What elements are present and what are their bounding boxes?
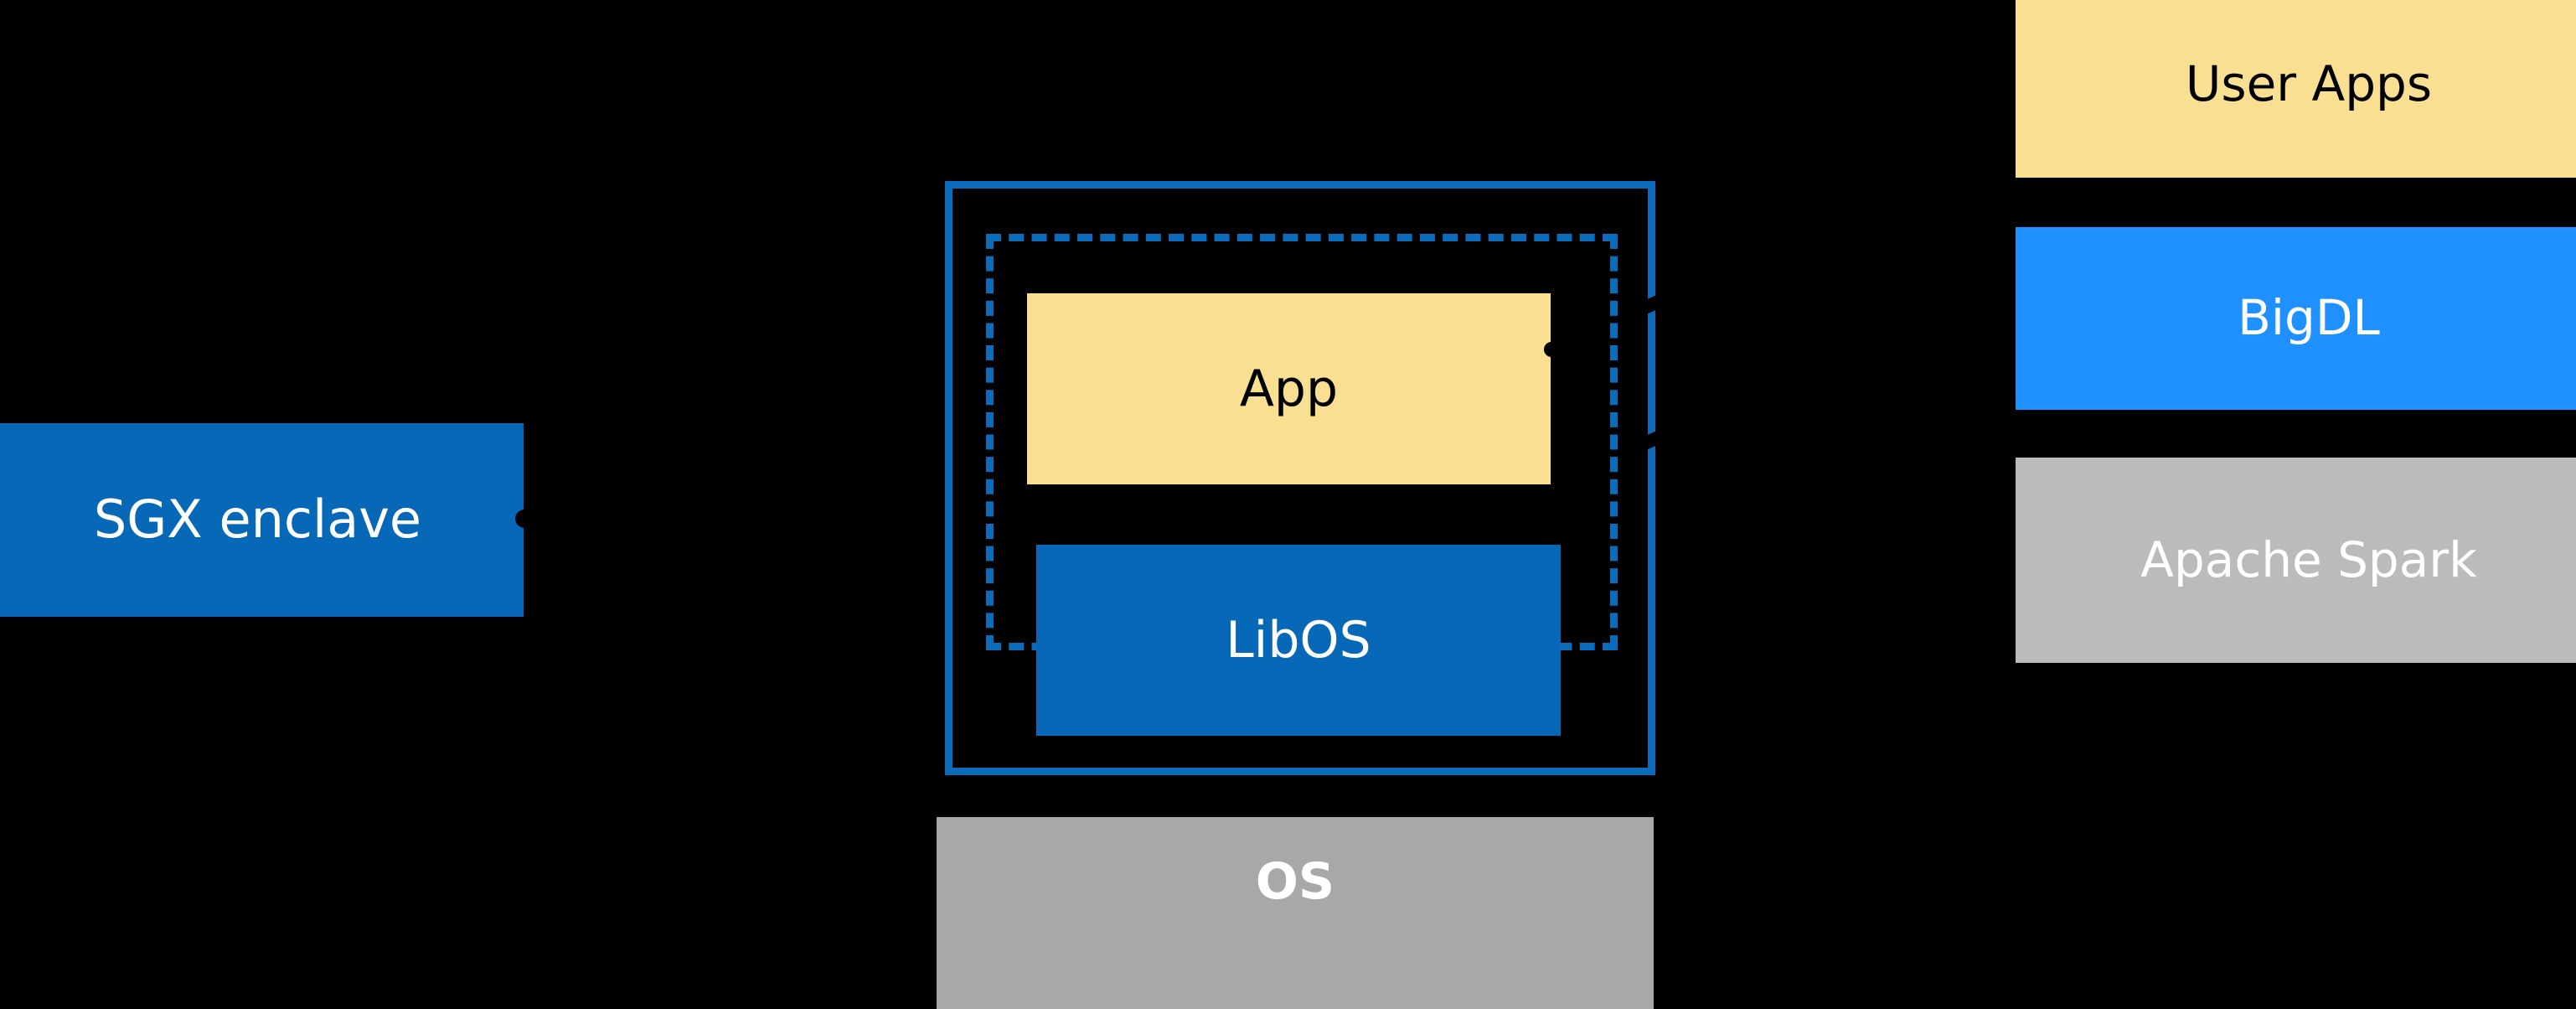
user-apps-label: User Apps bbox=[2185, 55, 2433, 113]
user-apps-box: User Apps bbox=[2016, 0, 2576, 178]
apache-spark-label: Apache Spark bbox=[2140, 530, 2477, 588]
libos-label: LibOS bbox=[1226, 611, 1371, 670]
libos-box: LibOS bbox=[1036, 545, 1561, 736]
app-label: App bbox=[1239, 360, 1339, 418]
bigdl-label: BigDL bbox=[2238, 289, 2380, 347]
sgx-enclave-label: SGX enclave bbox=[93, 489, 422, 551]
app-box: App bbox=[1027, 293, 1551, 484]
apache-spark-box: Apache Spark bbox=[2016, 458, 2576, 663]
os-box: OS bbox=[937, 817, 1654, 1009]
app-connector-endpoint-icon bbox=[1544, 342, 1559, 357]
bigdl-box: BigDL bbox=[2016, 227, 2576, 410]
sgx-enclave-box: SGX enclave bbox=[0, 423, 524, 617]
sgx-connector-endpoint-icon bbox=[515, 510, 534, 528]
enclave-container-outline bbox=[945, 181, 1655, 775]
os-label: OS bbox=[1255, 852, 1335, 911]
